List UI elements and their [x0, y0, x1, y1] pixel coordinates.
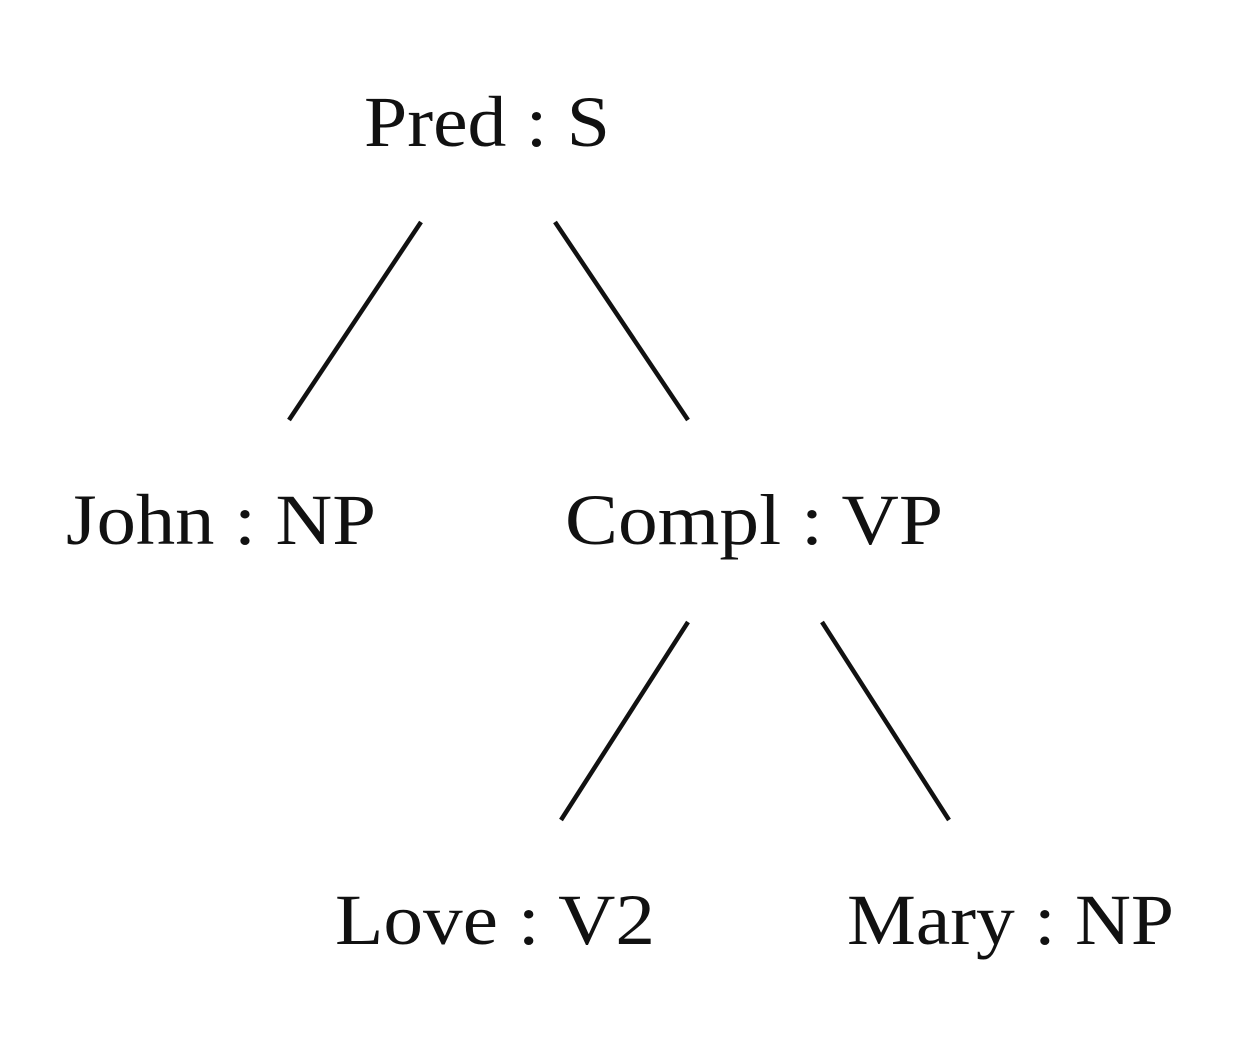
edge-pred-john — [287, 220, 423, 422]
node-mary: Mary : NP — [847, 880, 1174, 960]
node-pred: Pred : S — [364, 82, 610, 162]
edge-compl-mary — [820, 620, 951, 822]
node-love: Love : V2 — [335, 880, 655, 960]
edge-compl-love — [559, 620, 690, 822]
node-compl: Compl : VP — [565, 480, 943, 560]
edge-pred-compl — [553, 220, 690, 422]
node-john: John : NP — [66, 480, 376, 560]
